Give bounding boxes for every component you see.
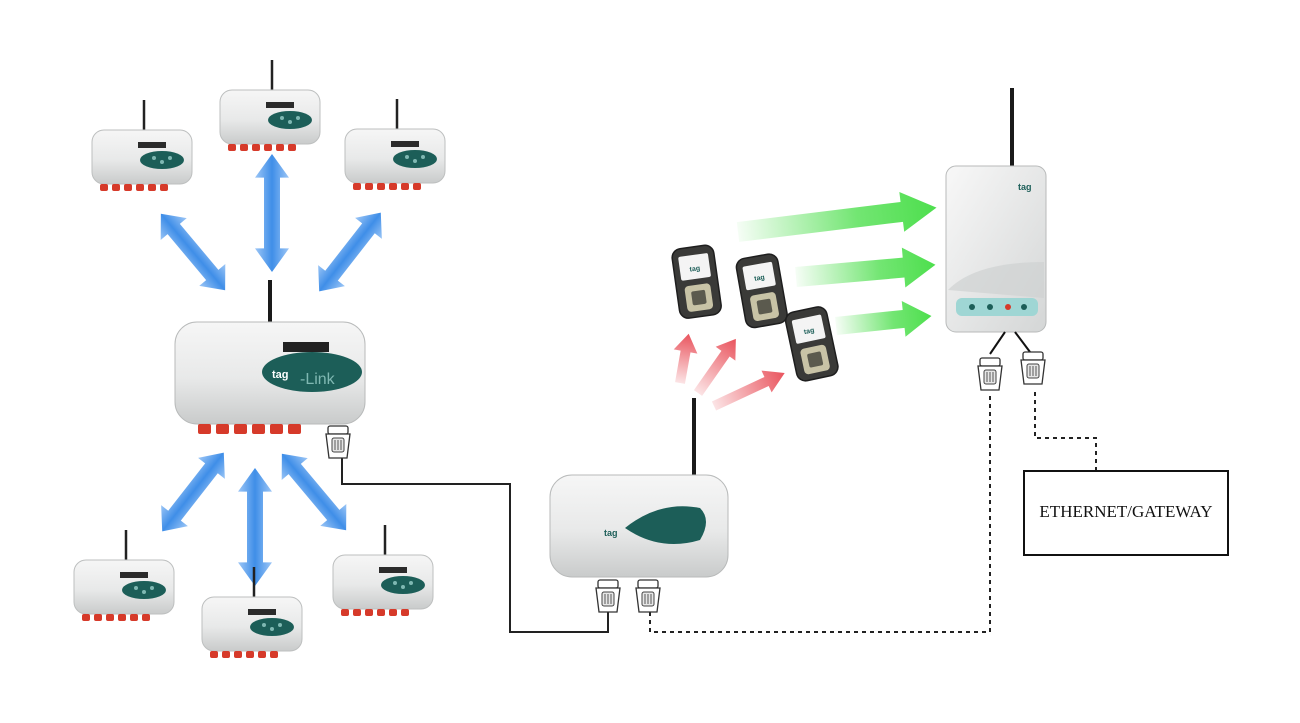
handheld-terminal-2 (734, 251, 790, 330)
arrow-handheld-to-receiver-middle (795, 247, 936, 288)
hub-serial-connector (325, 425, 351, 459)
remote-unit-bottom-left (72, 528, 176, 623)
wire-receiver-to-gateway (1034, 392, 1097, 470)
coordinator-serial-connector-right (635, 579, 661, 613)
wire-hub-to-coordinator (341, 458, 609, 633)
hub-brand-logo: tag (272, 369, 289, 381)
remote-unit-top-right (343, 97, 447, 192)
arrow-hub-to-sat-top-center (255, 154, 289, 272)
remote-unit-top-center (218, 58, 322, 153)
wire-coordinator-to-receiver (649, 392, 991, 633)
receiver-unit: tag (945, 88, 1047, 355)
coordinator-serial-connector-left (595, 579, 621, 613)
remote-unit-top-left (90, 98, 194, 193)
arrow-coordinator-to-handheld-left (673, 333, 698, 384)
receiver-serial-connector-right (1020, 351, 1046, 385)
arrow-coordinator-to-handheld-center (693, 338, 736, 396)
arrow-hub-to-sat-top-right (305, 202, 395, 302)
arrow-coordinator-to-handheld-right (711, 370, 785, 411)
hub-ports (198, 424, 301, 434)
hub-link-label: -Link (300, 371, 336, 388)
arrow-handheld-to-receiver-top (736, 192, 937, 242)
coordinator-brand-logo: tag (604, 528, 618, 538)
ethernet-gateway-box: ETHERNET/GATEWAY (1023, 470, 1229, 556)
remote-unit-bottom-right (331, 523, 435, 618)
handheld-terminal-1 (670, 243, 724, 321)
arrow-hub-to-sat-top-left (147, 202, 239, 302)
arrow-handheld-to-receiver-bottom (835, 300, 932, 337)
receiver-brand-logo: tag (1018, 182, 1032, 192)
receiver-serial-connector-left (977, 357, 1003, 391)
ethernet-gateway-label: ETHERNET/GATEWAY (1039, 502, 1212, 521)
network-hub: tag -Link (174, 280, 366, 434)
coordinator-unit: tag (549, 398, 729, 578)
handheld-terminal-3 (783, 304, 841, 384)
arrow-hub-to-sat-bottom-left (148, 442, 238, 542)
